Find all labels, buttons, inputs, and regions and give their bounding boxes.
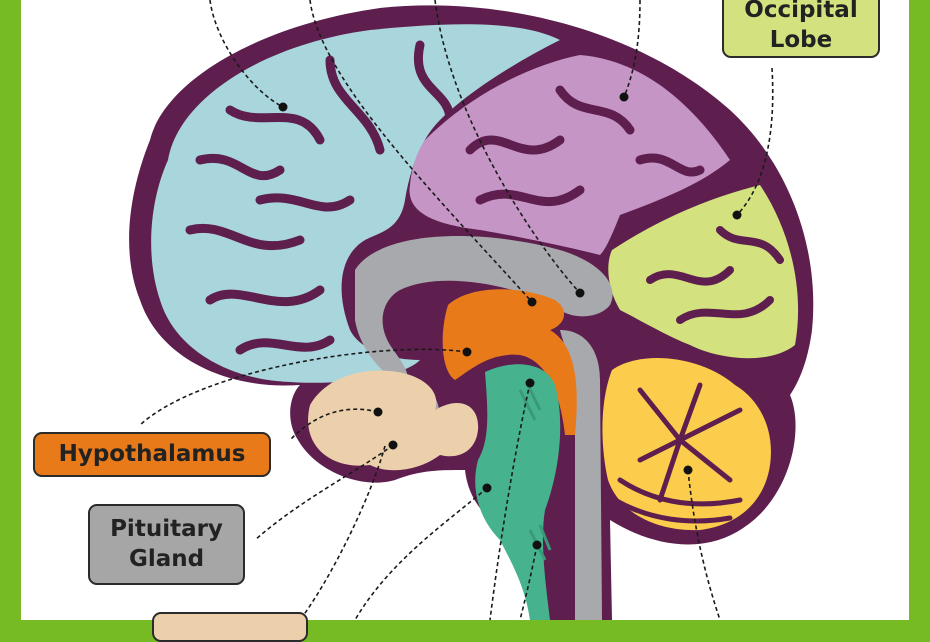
leader-lines xyxy=(139,0,774,620)
frontal-gyri xyxy=(185,40,455,355)
pituitary-gland-label-line2: Gland xyxy=(128,545,205,572)
corpus-callosum xyxy=(355,236,613,385)
brain-stem-region xyxy=(475,364,561,620)
parietal-gyri xyxy=(465,85,705,206)
diagram-stage: Occipital Lobe Hypothalamus Pituitary Gl… xyxy=(21,0,909,642)
brain-stem-gray xyxy=(560,330,602,620)
leader-dots xyxy=(278,92,742,550)
occipital-lobe-label-line1: Occipital xyxy=(744,0,858,24)
pons-label-box xyxy=(152,612,308,642)
thalamus-region xyxy=(442,289,577,435)
temporal-lobe-region xyxy=(308,370,479,471)
brain-diagram xyxy=(129,0,814,620)
occipital-gyri xyxy=(646,226,784,324)
parietal-lobe-region xyxy=(409,55,730,255)
pituitary-gland-label-line1: Pituitary xyxy=(110,515,223,542)
cerebellum-folia xyxy=(612,382,743,524)
occipital-lobe-label: Occipital Lobe xyxy=(722,0,880,58)
occipital-lobe-label-line2: Lobe xyxy=(769,27,833,53)
hypothalamus-label: Hypothalamus xyxy=(33,432,271,477)
pituitary-gland-label: Pituitary Gland xyxy=(88,504,245,585)
hypothalamus-label-text: Hypothalamus xyxy=(58,440,246,467)
